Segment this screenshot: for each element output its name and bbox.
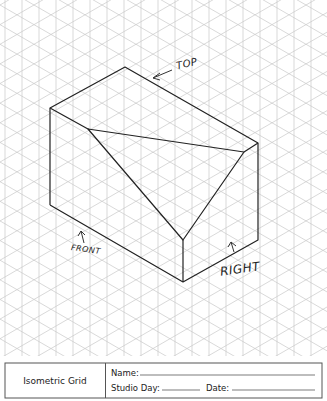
grid-line <box>0 52 327 241</box>
grid-line <box>22 0 23 356</box>
grid-line <box>0 319 327 356</box>
grid-line <box>0 91 327 280</box>
grid-line <box>0 0 327 115</box>
grid-line <box>0 268 327 356</box>
title-block-text: Isometric Grid <box>23 376 87 386</box>
prism-figure <box>50 67 258 282</box>
grid-line <box>0 0 327 182</box>
grid-line <box>0 0 327 103</box>
title-block-text: Date: <box>206 383 229 393</box>
grid-line <box>0 346 327 356</box>
grid-line <box>0 32 327 221</box>
grid-line <box>0 170 327 356</box>
grid-line <box>0 327 327 356</box>
title-block-text: Studio Day: <box>111 383 160 393</box>
grid-line <box>0 71 327 260</box>
grid-line <box>0 287 327 356</box>
grid-line <box>260 0 261 356</box>
grid-line <box>0 13 327 202</box>
grid-line <box>294 0 295 356</box>
grid-line <box>192 0 193 356</box>
grid-line <box>0 0 327 44</box>
grid-line <box>124 0 125 356</box>
grid-line <box>0 0 327 123</box>
grid-line <box>0 0 327 64</box>
grid-line <box>0 209 327 356</box>
view-label: RIGHT <box>219 259 261 278</box>
grid-line <box>0 0 327 37</box>
grid-line <box>0 248 327 356</box>
isometric-grid <box>0 0 327 356</box>
grid-line <box>0 228 327 356</box>
info-cell: Name: Studio Day: Date: <box>105 363 322 398</box>
grid-line <box>0 241 327 356</box>
grid-line <box>0 280 327 356</box>
grid-line <box>0 189 327 356</box>
view-label: FRONT <box>71 243 102 256</box>
grid-line <box>0 307 327 356</box>
grid-line <box>0 0 327 84</box>
grid-line <box>158 0 159 356</box>
grid-line <box>0 0 327 162</box>
grid-line <box>56 0 57 356</box>
grid-line <box>0 339 327 356</box>
title-block-text: Name: <box>111 368 139 378</box>
grid-line <box>0 130 327 319</box>
grid-line <box>0 0 327 76</box>
title-cell: Isometric Grid <box>5 363 105 398</box>
grid-line <box>0 150 327 339</box>
grid-line <box>90 0 91 356</box>
direction-arrows <box>78 70 236 252</box>
title-block-frame <box>5 363 322 398</box>
grid-line <box>0 0 327 5</box>
